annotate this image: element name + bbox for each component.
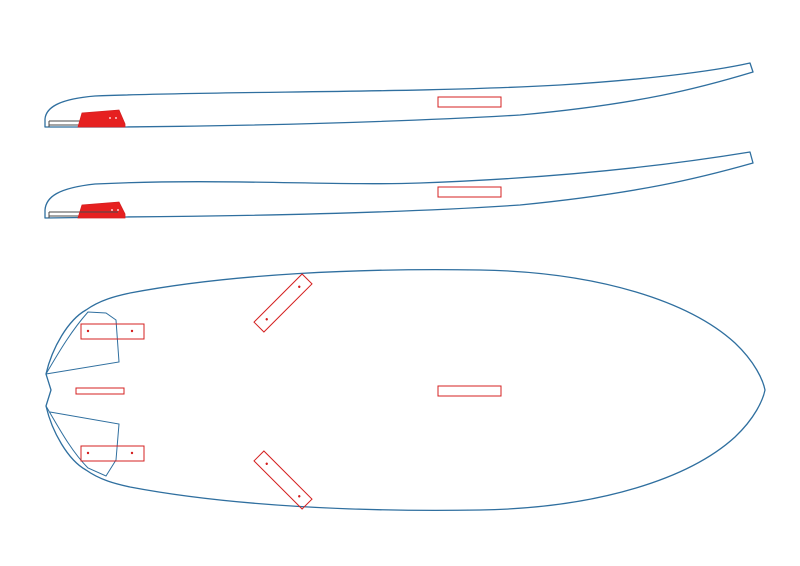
side-fin-outline-right: [45, 405, 120, 477]
mast-track-upper: [437, 96, 502, 108]
rear-box-left: [80, 323, 145, 340]
fin-box-upper: [48, 109, 126, 128]
plan-view: [45, 268, 766, 512]
side-profile-upper-outline: [44, 62, 754, 128]
side-fin-outline-left: [45, 311, 120, 375]
fin-box-lower: [48, 201, 126, 219]
plan-view-outline: [45, 268, 766, 512]
fin-upper: [77, 109, 126, 128]
rear-box-right: [80, 445, 145, 462]
front-strap-right: [253, 450, 313, 510]
front-strap-left: [253, 273, 313, 333]
mast-track-lower: [437, 186, 502, 198]
side-profile-lower: [44, 151, 754, 219]
mast-track-plan: [437, 385, 502, 397]
center-tail-box: [75, 387, 125, 395]
side-profile-upper: [44, 62, 754, 128]
fin-lower: [77, 201, 126, 219]
side-profile-lower-outline: [44, 151, 754, 219]
